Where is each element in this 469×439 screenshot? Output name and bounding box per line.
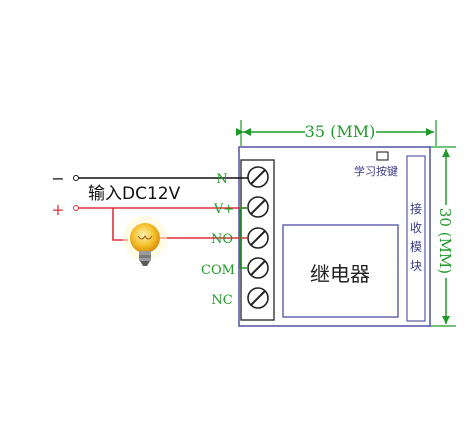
terminal-screw-nc bbox=[247, 287, 269, 309]
terminal-screws bbox=[247, 166, 269, 309]
receiver-module bbox=[406, 155, 426, 322]
vplus-com-jumper bbox=[239, 207, 248, 269]
input-label: 输入DC12V bbox=[88, 184, 181, 204]
terminal-screw-no bbox=[247, 227, 269, 249]
terminal-label-com: COM bbox=[201, 263, 235, 278]
terminal-screw-vplus bbox=[247, 196, 269, 218]
minus-sign: − bbox=[51, 169, 64, 188]
terminal-screw-com bbox=[247, 257, 269, 279]
light-bulb-icon bbox=[123, 216, 167, 266]
learn-button-label: 学习按键 bbox=[354, 164, 398, 178]
terminal-label-nc: NC bbox=[211, 293, 232, 308]
terminal-label-no: NO bbox=[211, 232, 233, 247]
receiver-char-4: 块 bbox=[410, 259, 422, 273]
receiver-char-2: 收 bbox=[410, 221, 422, 235]
bulb-supply-wire bbox=[112, 208, 128, 241]
receiver-char-1: 接 bbox=[410, 201, 422, 216]
height-label: 30 (MM) bbox=[436, 208, 454, 274]
wires bbox=[73, 175, 248, 269]
relay-label: 继电器 bbox=[310, 262, 370, 286]
plus-sign: + bbox=[51, 200, 64, 219]
terminal-label-n: N bbox=[216, 172, 227, 187]
terminal-label-vplus: V+ bbox=[213, 202, 234, 217]
terminal-screw-n bbox=[247, 166, 269, 188]
width-dimension: 35 (MM) bbox=[236, 120, 437, 146]
learn-button[interactable] bbox=[376, 151, 389, 161]
height-dimension: 30 (MM) bbox=[428, 146, 456, 327]
width-label: 35 (MM) bbox=[305, 122, 376, 141]
receiver-char-3: 模 bbox=[410, 240, 422, 254]
relay-box bbox=[282, 224, 399, 318]
